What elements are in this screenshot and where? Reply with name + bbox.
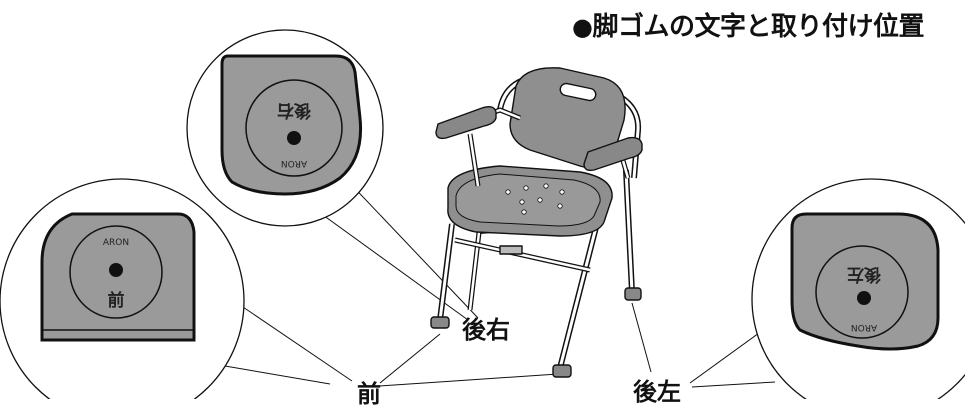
pad-brand-front: ARON xyxy=(102,238,130,248)
shower-chair xyxy=(430,67,643,378)
pad-brand-rear-right: ARON xyxy=(280,158,308,168)
pad-kanji-rear-right: 後右 xyxy=(277,100,311,120)
label-front: 前 xyxy=(357,380,381,408)
label-rear-left: 後左 xyxy=(633,378,681,406)
heading-text: 脚ゴムの文字と取り付け位置 xyxy=(592,12,924,42)
foot-pad-front xyxy=(40,212,196,342)
pad-kanji-rear-left: 後左 xyxy=(847,264,881,284)
bullet-icon: ● xyxy=(572,13,593,41)
foot-pad-rear-right xyxy=(220,54,363,196)
pad-kanji-front: 前 xyxy=(107,291,125,311)
illustration xyxy=(0,29,965,399)
section-heading: ●脚ゴムの文字と取り付け位置 xyxy=(572,6,962,43)
label-rear-right: 後右 xyxy=(462,316,510,344)
foot-pad-rear-left xyxy=(790,212,940,351)
pad-brand-rear-left: ARON xyxy=(850,322,878,332)
